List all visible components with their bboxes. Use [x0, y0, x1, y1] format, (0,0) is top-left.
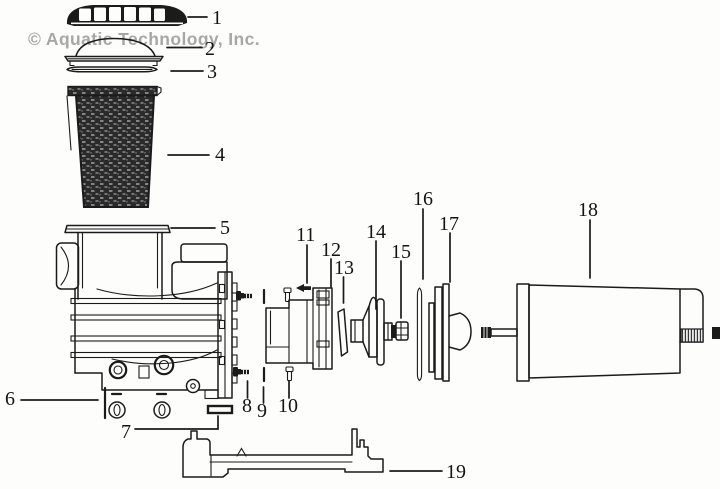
part-label-11: 11 [296, 224, 315, 246]
edge-mark [712, 327, 720, 339]
screw-bottom [285, 366, 294, 382]
motor-shaft [481, 327, 518, 338]
motor [481, 283, 704, 382]
motor-fan-ribs [680, 328, 704, 343]
strainer-cover [66, 5, 188, 26]
part-label-16: 16 [413, 188, 433, 210]
drain-plugs [103, 386, 171, 420]
pump-base [182, 428, 384, 478]
part-label-7: 7 [121, 421, 131, 443]
part-label-10: 10 [278, 395, 298, 417]
part-labels: 1 2 3 4 5 6 7 8 9 10 11 12 13 14 15 16 1… [5, 7, 598, 483]
watermark-text: © Aquatic Technology, Inc. [28, 29, 260, 49]
screw-top [283, 287, 292, 303]
drain-plug-gasket [206, 404, 234, 415]
part-label-13: 13 [334, 257, 354, 279]
part-label-2: 2 [205, 38, 215, 60]
seal-plate [428, 283, 472, 382]
part-label-5: 5 [220, 217, 230, 239]
part-label-1: 1 [212, 7, 222, 29]
flange-bolt-bottom [233, 367, 249, 377]
impeller [350, 296, 393, 366]
part-label-19: 19 [446, 461, 466, 483]
part-label-9: 9 [257, 400, 267, 422]
part-label-12: 12 [321, 239, 341, 261]
part-label-15: 15 [391, 241, 411, 263]
part-label-4: 4 [215, 144, 225, 166]
pump-housing [55, 224, 238, 400]
part-label-17: 17 [439, 213, 459, 235]
pointer-arrow [296, 284, 311, 292]
shaft-seal [391, 321, 409, 341]
diffuser [265, 287, 333, 370]
flange-bolt-top [236, 291, 252, 301]
part-label-6: 6 [5, 388, 15, 410]
pump-lid [64, 37, 164, 67]
part-label-3: 3 [207, 61, 217, 83]
strainer-basket [66, 85, 162, 208]
part-label-14: 14 [366, 221, 386, 243]
part-label-18: 18 [578, 199, 598, 221]
lid-gasket [66, 66, 158, 73]
part-label-8: 8 [242, 395, 252, 417]
leader-lines [20, 16, 591, 472]
seal-plate-gasket [416, 287, 423, 382]
diffuser-gasket [337, 308, 349, 357]
